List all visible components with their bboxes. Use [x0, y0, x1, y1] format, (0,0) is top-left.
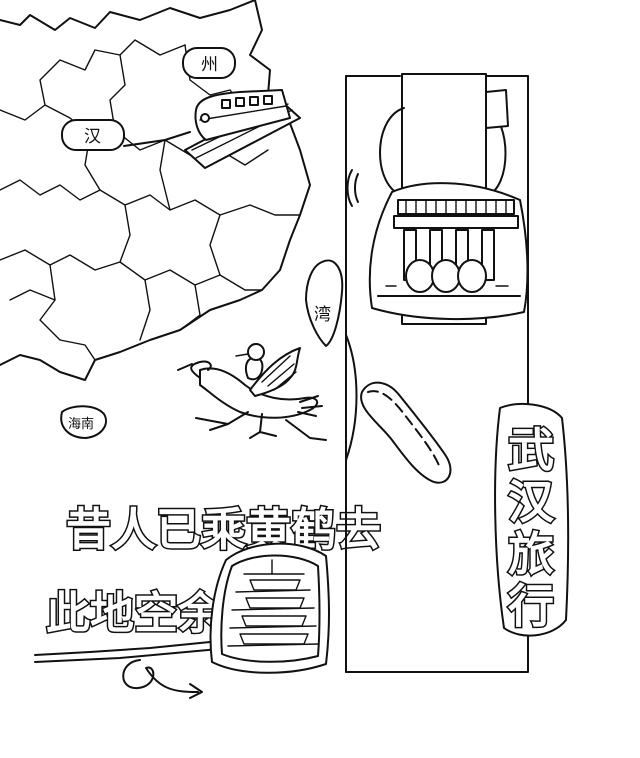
- sticker-char-2: 汉: [508, 475, 555, 529]
- train-icon: [184, 89, 301, 169]
- hainan-island: [60, 405, 107, 439]
- yellow-crane-tower-icon: [209, 542, 330, 674]
- china-map: 湾 海南 州 汉: [0, 0, 344, 439]
- map-bubble-han: [61, 119, 125, 151]
- map-bubble-zhou: [182, 47, 236, 79]
- poem-line-1: 昔人已乘黄鹤去: [66, 503, 381, 556]
- map-label-zhou: 州: [201, 55, 218, 75]
- map-label-taiwan: 湾: [314, 305, 331, 325]
- map-label-hainan: 海南: [68, 416, 94, 432]
- crane-rider-icon: [177, 343, 327, 441]
- sticker-char-3: 旅: [508, 527, 554, 581]
- poem-line-2: 此地空余: [46, 588, 223, 639]
- sticker-char-1: 武: [508, 423, 554, 477]
- spoon-shape: [360, 381, 452, 484]
- poem: 昔人已乘黄鹤去 此地空余: [34, 502, 383, 699]
- sticker-char-4: 行: [508, 579, 554, 633]
- jianghan-gate-icon: [368, 182, 529, 321]
- arrow-icon: [122, 659, 203, 699]
- taiwan-island: [305, 259, 344, 347]
- map-label-han: 汉: [84, 127, 101, 147]
- wuhan-travel-sticker: 武 汉 旅 行: [494, 402, 570, 637]
